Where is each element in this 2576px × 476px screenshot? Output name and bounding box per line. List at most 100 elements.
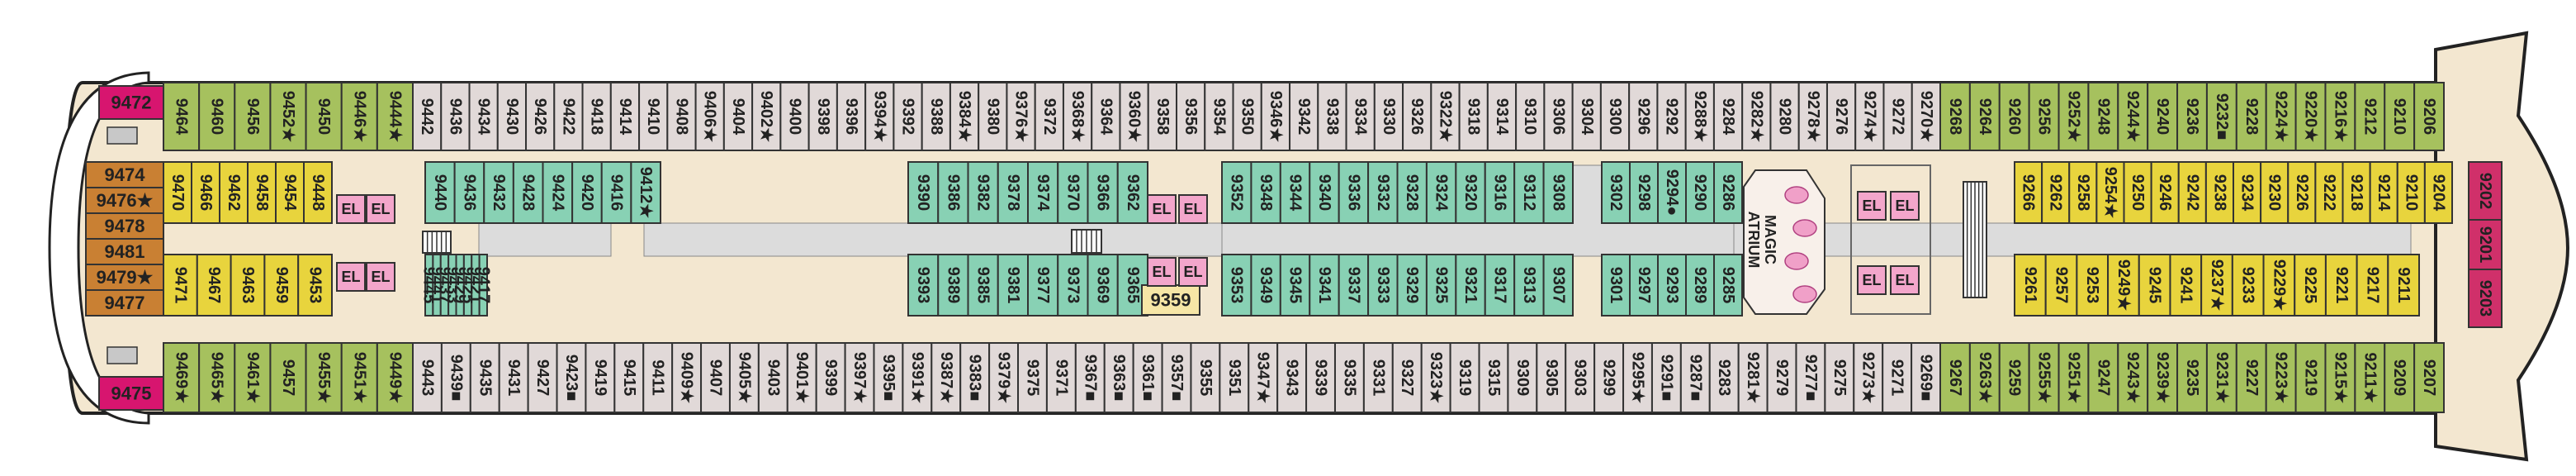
- cabin-top-aft[interactable]: 9220★: [2294, 82, 2327, 151]
- cabin-mid-inner[interactable]: 9321: [1455, 254, 1486, 317]
- cabin-bottom[interactable]: 9409★: [671, 342, 703, 413]
- cabin-top[interactable]: 9414: [609, 82, 641, 151]
- cabin-top-aft[interactable]: 9240: [2147, 82, 2179, 151]
- cabin-bottom-aft[interactable]: 9219: [2294, 342, 2327, 413]
- elevator[interactable]: EL: [1147, 257, 1177, 287]
- cabin-bottom[interactable]: 9315: [1478, 342, 1509, 413]
- cabin-aft-inner[interactable]: 9218: [2342, 161, 2371, 224]
- cabin-fwd-inner[interactable]: 9432: [483, 161, 514, 224]
- cabin-aft-inner[interactable]: 9210: [2396, 161, 2426, 224]
- cabin-mid-inner[interactable]: 9366: [1087, 161, 1119, 224]
- cabin-bottom[interactable]: 9335: [1333, 342, 1365, 413]
- cabin-fwd-inner[interactable]: 9440: [424, 161, 456, 224]
- cabin-bottom[interactable]: 9295★: [1622, 342, 1653, 413]
- cabin-top[interactable]: 9356: [1176, 82, 1206, 151]
- cabin-mid-inner[interactable]: 9341: [1309, 254, 1340, 317]
- cabin-bottom[interactable]: 9351: [1219, 342, 1250, 413]
- cabin-top[interactable]: 9280: [1769, 82, 1800, 151]
- cabin-fwd-inner[interactable]: 9436: [453, 161, 485, 224]
- cabin-top-aft[interactable]: 9236: [2176, 82, 2208, 151]
- cabin-bottom[interactable]: 9383■: [959, 342, 991, 413]
- cabin-aft-inner[interactable]: 9226: [2287, 161, 2317, 224]
- cabin-bottom[interactable]: 9395■: [873, 342, 904, 413]
- cabin-mid-inner[interactable]: 9320: [1455, 161, 1486, 224]
- cabin-bottom[interactable]: 9273★: [1853, 342, 1884, 413]
- cabin-bottom[interactable]: 9371: [1045, 342, 1077, 413]
- cabin-top[interactable]: 9410: [638, 82, 669, 151]
- cabin-aft-inner[interactable]: 9234: [2233, 161, 2262, 224]
- cabin-bottom[interactable]: 9323★: [1420, 342, 1451, 413]
- cabin-mid-inner[interactable]: 9370: [1057, 161, 1089, 224]
- cabin-suite[interactable]: 9359: [1141, 284, 1200, 316]
- cabin-bow-inner[interactable]: 9448: [303, 161, 333, 224]
- cabin-top[interactable]: 9408: [666, 82, 697, 151]
- cabin-top[interactable]: 9398: [807, 82, 838, 151]
- cabin-mid-inner[interactable]: 9369: [1087, 254, 1119, 317]
- cabin-aft-inner[interactable]: 9211: [2387, 254, 2420, 317]
- cabin-mid-inner[interactable]: 9340: [1309, 161, 1340, 224]
- cabin-bottom[interactable]: 9423■: [556, 342, 587, 413]
- cabin-bottom-aft[interactable]: 9255★: [2028, 342, 2060, 413]
- cabin-top[interactable]: 9292: [1656, 82, 1687, 151]
- cabin-top[interactable]: 9284: [1712, 82, 1744, 151]
- cabin-bottom-fwd[interactable]: 9469★: [163, 342, 201, 413]
- cabin-top[interactable]: 9422: [553, 82, 584, 151]
- cabin-bottom-aft[interactable]: 9215★: [2324, 342, 2356, 413]
- cabin-fwd-inner[interactable]: 9424: [542, 161, 574, 224]
- cabin-bottom[interactable]: 9397★: [844, 342, 875, 413]
- cabin-top[interactable]: 9278★: [1797, 82, 1828, 151]
- elevator[interactable]: EL: [1890, 265, 1920, 295]
- cabin-top[interactable]: 9426: [525, 82, 556, 151]
- cabin-bottom[interactable]: 9269■: [1911, 342, 1941, 413]
- cabin-top[interactable]: 9276: [1825, 82, 1857, 151]
- cabin-aft-inner[interactable]: 9257: [2044, 254, 2078, 317]
- cabin-bottom[interactable]: 9405★: [728, 342, 760, 413]
- cabin-top[interactable]: 9360★: [1119, 82, 1149, 151]
- cabin-top-fwd[interactable]: 9444★: [376, 82, 414, 151]
- elevator[interactable]: EL: [1178, 257, 1208, 287]
- cabin-bow-suite[interactable]: 9472: [98, 85, 164, 120]
- cabin-bottom[interactable]: 9283: [1708, 342, 1740, 413]
- cabin-top[interactable]: 9288★: [1684, 82, 1715, 151]
- cabin-top[interactable]: 9310: [1515, 82, 1546, 151]
- cabin-bottom[interactable]: 9411: [642, 342, 674, 413]
- cabin-top[interactable]: 9322★: [1430, 82, 1461, 151]
- cabin-bottom-aft[interactable]: 9239★: [2147, 342, 2179, 413]
- cabin-top-fwd[interactable]: 9446★: [340, 82, 378, 151]
- cabin-top[interactable]: 9330: [1373, 82, 1404, 151]
- cabin-bottom[interactable]: 9281★: [1737, 342, 1769, 413]
- cabin-bottom-aft[interactable]: 9243★: [2117, 342, 2149, 413]
- cabin-bow-inner[interactable]: 9462: [219, 161, 249, 224]
- cabin-bottom-aft[interactable]: 9259: [1998, 342, 2030, 413]
- cabin-mid-inner[interactable]: 9352: [1221, 161, 1252, 224]
- cabin-mid-inner[interactable]: 9329: [1396, 254, 1428, 317]
- cabin-mid-inner[interactable]: 9324: [1425, 161, 1457, 224]
- cabin-bottom[interactable]: 9327: [1391, 342, 1423, 413]
- cabin-top[interactable]: 9338: [1317, 82, 1347, 151]
- cabin-mid-inner[interactable]: 9336: [1338, 161, 1370, 224]
- cabin-mid-inner[interactable]: 9333: [1367, 254, 1399, 317]
- cabin-bottom-aft[interactable]: 9207: [2413, 342, 2446, 413]
- cabin-bow-orange[interactable]: 9476★: [85, 187, 164, 214]
- cabin-top-aft[interactable]: 9260: [1998, 82, 2030, 151]
- cabin-mid-inner[interactable]: 9313: [1513, 254, 1545, 317]
- cabin-bottom[interactable]: 9277■: [1795, 342, 1826, 413]
- cabin-bottom-fwd[interactable]: 9461★: [234, 342, 272, 413]
- cabin-mid-inner[interactable]: 9348: [1250, 161, 1281, 224]
- cabin-mid-inner[interactable]: 9312: [1513, 161, 1545, 224]
- cabin-mid-inner[interactable]: 9374: [1027, 161, 1059, 224]
- cabin-bottom-aft[interactable]: 9251★: [2057, 342, 2090, 413]
- cabin-bow-inner[interactable]: 9453: [297, 254, 334, 317]
- cabin-bottom[interactable]: 9391★: [902, 342, 933, 413]
- cabin-bottom[interactable]: 9357■: [1161, 342, 1192, 413]
- cabin-bow-orange[interactable]: 9474: [85, 161, 164, 188]
- cabin-bottom-fwd[interactable]: 9457: [269, 342, 307, 413]
- cabin-top[interactable]: 9418: [581, 82, 612, 151]
- cabin-top-aft[interactable]: 9206: [2413, 82, 2446, 151]
- cabin-mid-inner[interactable]: 9286: [1713, 161, 1743, 224]
- cabin-mid-inner[interactable]: 9289: [1685, 254, 1715, 317]
- cabin-aft-inner[interactable]: 9266: [2014, 161, 2043, 224]
- cabin-top[interactable]: 9296: [1628, 82, 1659, 151]
- cabin-top-aft[interactable]: 9228: [2235, 82, 2267, 151]
- cabin-aft-inner[interactable]: 9258: [2068, 161, 2098, 224]
